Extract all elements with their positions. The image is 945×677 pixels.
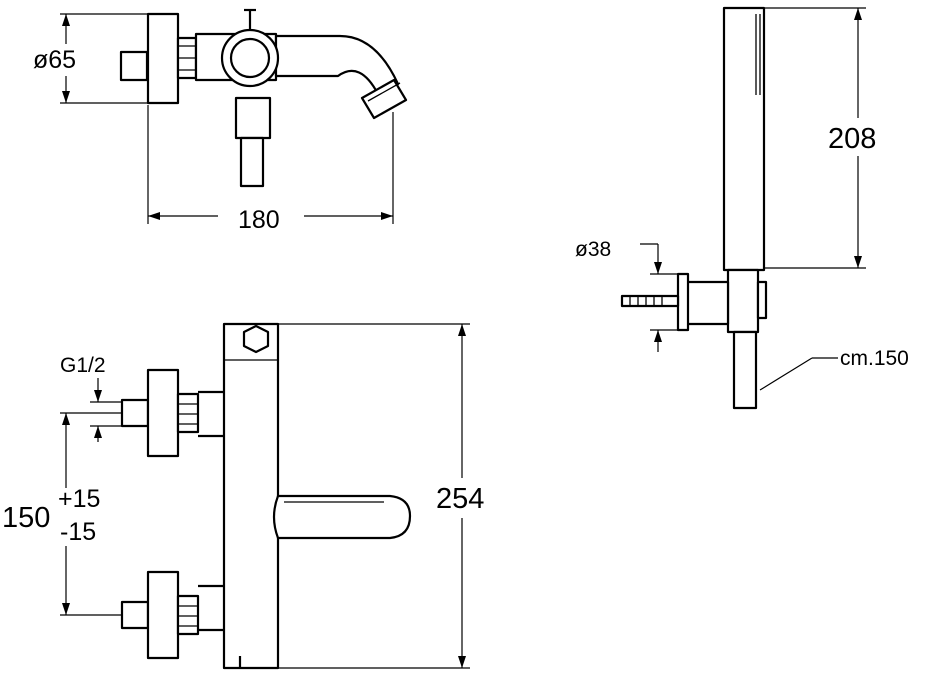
top-view-mixer: ø65 [33,8,408,234]
front-spout [272,494,412,540]
dim-width-180-label: 180 [238,206,280,234]
hand-shower-view: 208 ø38 [575,6,909,410]
top-hex-connector [176,36,198,80]
dim-thread-g12-label: G1/2 [60,354,106,377]
dim-height-254: 254 [278,323,484,669]
front-view-mixer: G1/2 150 +15 -15 2 [2,322,484,670]
hand-shower-holder [676,268,768,334]
top-outlet-connector [234,96,272,188]
dim-width-180: 180 [147,105,394,234]
dim-hose-length-label: cm.150 [840,347,909,370]
front-bottom-union [120,570,200,660]
dim-centres-150: 150 +15 -15 [2,412,122,616]
top-spout [274,34,400,96]
dim-diameter-65-label: ø65 [33,46,76,74]
dim-height-208-label: 208 [828,123,876,155]
front-body [222,322,280,670]
dim-centres-150-tol-plus: +15 [58,485,100,513]
dim-height-254-label: 254 [436,483,484,515]
dim-centres-150-value: 150 [2,502,50,534]
top-diverter-ring [220,8,280,88]
dim-height-208: 208 [765,7,876,269]
dim-thread-g12: G1/2 [60,354,122,442]
dim-diameter-38: ø38 [575,238,680,352]
top-wall-plate [146,12,180,105]
hand-shower-wall-plug [620,294,680,308]
dim-diameter-38-label: ø38 [575,238,611,261]
top-left-knob [119,50,149,82]
dim-diameter-65: ø65 [33,13,150,104]
hand-shower-handle [722,6,766,272]
front-hex-screw-icon [242,324,270,354]
hand-shower-hose [732,330,758,410]
front-top-union [120,368,200,458]
dim-centres-150-tol-minus: -15 [60,518,96,546]
top-aerator [360,78,408,120]
dim-hose-length: cm.150 [759,347,909,391]
